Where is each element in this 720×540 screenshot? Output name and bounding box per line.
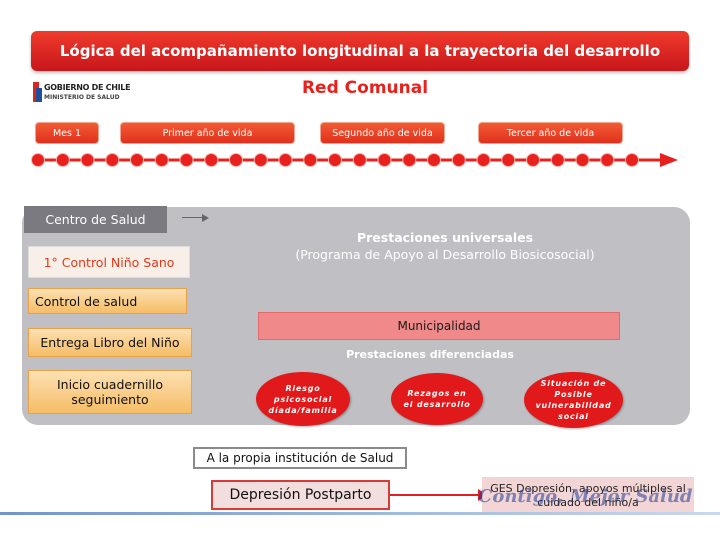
ellipse1-line3: díada/familia: [268, 405, 338, 415]
timeline-dot: [253, 153, 268, 167]
timeline-dot: [402, 153, 417, 167]
control-de-salud-box: Control de salud: [28, 288, 187, 314]
stage-segundo-ano: Segundo año de vida: [320, 122, 445, 144]
timeline-dot: [451, 153, 466, 167]
inicio-cuadernillo-box: Inicio cuadernillo seguimiento: [28, 370, 192, 414]
gobierno-logo: GOBIERNO DE CHILE MINISTERIO DE SALUD: [33, 82, 131, 104]
rezagos-desarrollo-ellipse: Rezagos en el desarrollo: [391, 373, 483, 425]
timeline-arrow: [31, 153, 678, 167]
page-title: Lógica del acompañamiento longitudinal a…: [59, 42, 661, 60]
propia-institucion-box: A la propia institución de Salud: [193, 447, 407, 469]
centro-arrow-icon: [202, 214, 209, 222]
timeline-dot: [204, 153, 219, 167]
footer-divider: [0, 512, 720, 515]
stage-primer-ano: Primer año de vida: [120, 122, 295, 144]
control-nino-sano-box: 1° Control Niño Sano: [28, 246, 190, 278]
timeline-dot: [526, 153, 540, 167]
timeline-dot: [154, 153, 169, 167]
inicio-line2: seguimiento: [71, 392, 149, 407]
inicio-line1: Inicio cuadernillo: [56, 377, 164, 392]
ges-line1: GES Depresión, apoyos múltiples al: [490, 482, 686, 495]
prestaciones-diferenciadas-label: Prestaciones diferenciadas: [346, 348, 514, 361]
timeline-dot: [476, 153, 491, 167]
ellipse3-line4: social: [558, 412, 589, 421]
timeline-dot: [278, 153, 293, 167]
logo-blue-bar: [36, 88, 42, 102]
timeline-dot: [130, 153, 144, 167]
timeline-dot: [600, 153, 615, 167]
timeline-dot: [575, 153, 590, 167]
ellipse1-line2: psicosocial: [273, 394, 333, 404]
prestaciones-universales-subtitle: (Programa de Apoyo al Desarrollo Biosico…: [295, 247, 595, 262]
ellipse2-line1: Rezagos en: [407, 389, 467, 398]
contigo-mejor-salud-logo: Contigo, Mejor Salud: [478, 486, 693, 507]
timeline-dot: [179, 153, 194, 167]
centro-de-salud-box: Centro de Salud: [24, 206, 167, 233]
timeline-dot: [229, 153, 243, 167]
centro-arrow-line: [182, 217, 202, 218]
depresion-postparto-box: Depresión Postparto: [211, 480, 390, 510]
timeline-dot: [105, 153, 120, 167]
timeline-dots: [31, 153, 639, 167]
riesgo-psicosocial-ellipse: Riesgo psicosocial díada/familia: [256, 372, 350, 426]
red-comunal-heading: Red Comunal: [301, 78, 429, 98]
ellipse3-line2: Posible: [554, 390, 593, 399]
timeline-dot: [377, 153, 392, 167]
timeline-arrowhead: [660, 153, 678, 167]
timeline-dot: [80, 153, 95, 167]
entrega-libro-box: Entrega Libro del Niño: [28, 328, 192, 357]
prestaciones-universales: Prestaciones universales (Programa de Ap…: [280, 229, 610, 263]
timeline-dot: [328, 153, 342, 167]
stage-mes-1: Mes 1: [35, 122, 99, 144]
ges-line2: cuidado del niño/a: [537, 496, 639, 509]
ellipse3-line1: Situación de: [540, 379, 607, 388]
timeline-dot: [31, 153, 45, 167]
timeline-dot: [550, 153, 565, 167]
logo-line1: GOBIERNO DE CHILE: [44, 83, 131, 92]
stage-tercer-ano: Tercer año de vida: [478, 122, 623, 144]
ellipse1-line1: Riesgo: [285, 383, 321, 393]
timeline-dot: [427, 153, 441, 167]
municipalidad-bar: Municipalidad: [258, 312, 620, 340]
title-banner: Lógica del acompañamiento longitudinal a…: [31, 31, 689, 71]
vulnerabilidad-social-ellipse: Situación de Posible vulnerabilidad soci…: [524, 372, 623, 428]
depresion-arrow-line: [390, 494, 480, 496]
ellipse2-line2: el desarrollo: [403, 400, 471, 409]
logo-line2: MINISTERIO DE SALUD: [44, 94, 120, 101]
timeline-dot: [352, 153, 367, 167]
timeline-dot: [55, 153, 70, 167]
ellipse3-line3: vulnerabilidad: [535, 401, 612, 410]
timeline-dot: [303, 153, 318, 167]
prestaciones-universales-title: Prestaciones universales: [356, 230, 534, 245]
timeline-dot: [501, 153, 516, 167]
timeline-dot: [625, 153, 639, 167]
ges-depresion-box: GES Depresión, apoyos múltiples al cuida…: [482, 477, 694, 515]
